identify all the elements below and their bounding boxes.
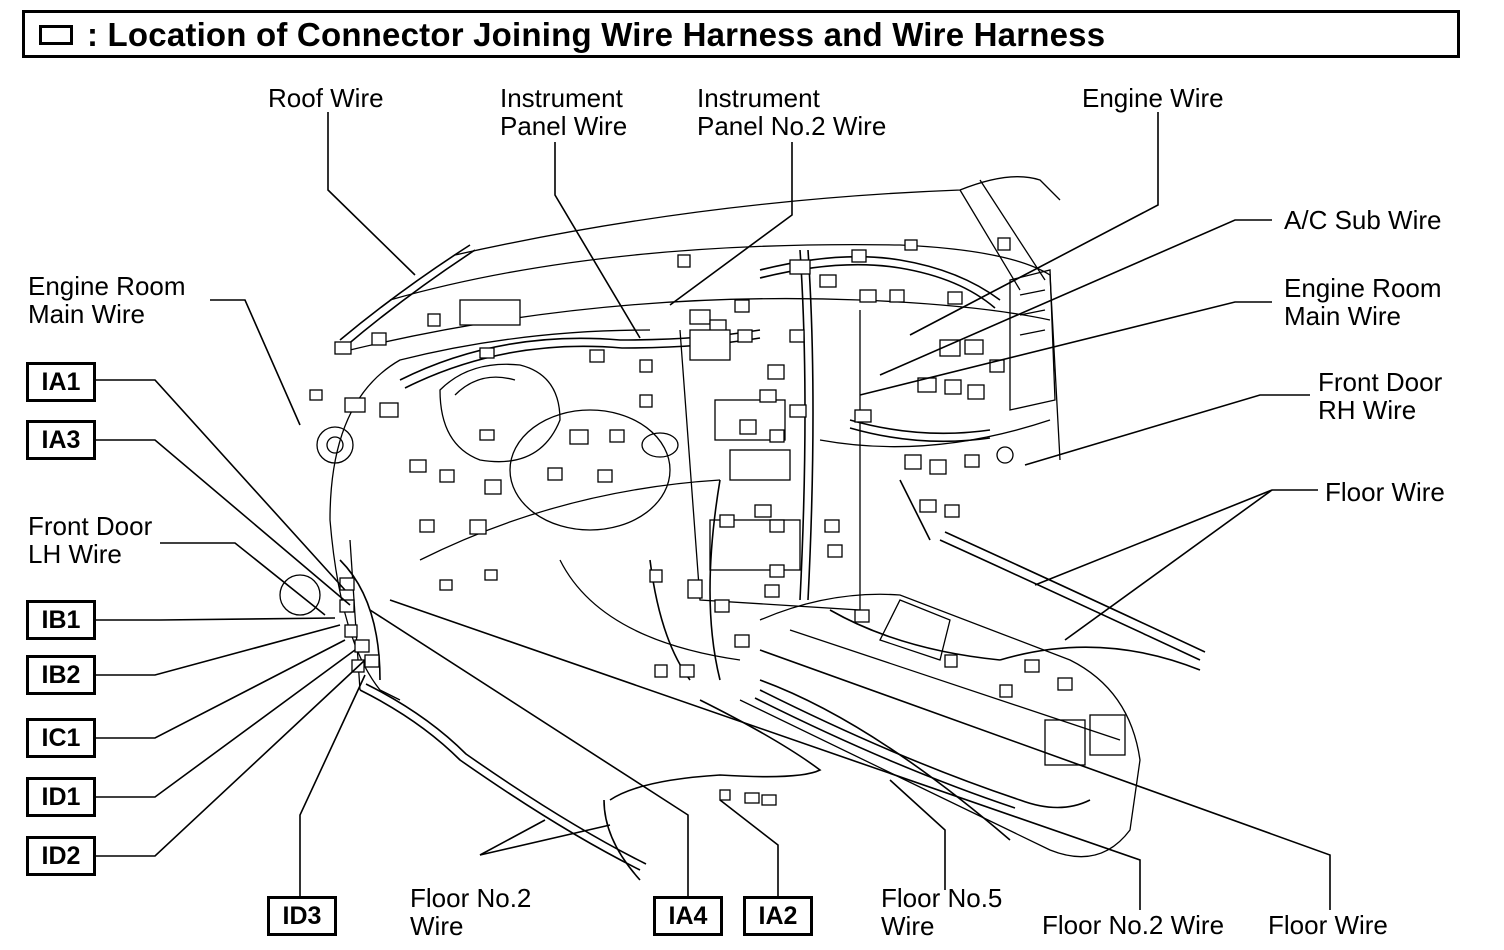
connector-symbol-icon: [39, 25, 73, 45]
connector-code-id3: ID3: [267, 896, 337, 936]
label-instrument-panel-no2-wire-line2: Panel No.2 Wire: [697, 111, 887, 141]
label-front-door-rh-wire-line1: Front Door: [1318, 367, 1443, 397]
label-instrument-panel-wire-line2: Panel Wire: [500, 111, 628, 141]
label-floor-wire-right: Floor Wire: [1325, 477, 1445, 507]
label-front-door-lh-wire-line2: LH Wire: [28, 539, 122, 569]
label-engine-wire: Engine Wire: [1082, 83, 1224, 113]
label-engine-room-main-wire-left-line2: Main Wire: [28, 299, 146, 329]
label-engine-room-main-wire-right-line2: Main Wire: [1284, 301, 1402, 331]
label-floor-no5-wire-line2: Wire: [881, 911, 935, 941]
label-roof-wire: Roof Wire: [268, 83, 384, 113]
label-engine-room-main-wire-right-line1: Engine Room: [1284, 273, 1442, 303]
label-front-door-rh-wire-line2: RH Wire: [1318, 395, 1417, 425]
connector-code-ia2: IA2: [743, 896, 813, 936]
label-floor-no2-wire-left-line2: Wire: [410, 911, 464, 941]
connector-code-id2: ID2: [26, 836, 96, 876]
connector-code-ib1: IB1: [26, 600, 96, 640]
connector-code-ia3: IA3: [26, 420, 96, 460]
label-instrument-panel-wire-line1: Instrument: [500, 83, 623, 113]
connector-code-ic1: IC1: [26, 718, 96, 758]
label-instrument-panel-no2-wire-line1: Instrument: [697, 83, 820, 113]
connector-code-ia1: IA1: [26, 362, 96, 402]
label-floor-no2-wire-bottom: Floor No.2 Wire: [1042, 910, 1225, 940]
label-floor-no5-wire-line1: Floor No.5: [881, 883, 1003, 913]
connector-code-ib2: IB2: [26, 655, 96, 695]
label-floor-wire-bottom: Floor Wire: [1268, 910, 1388, 940]
page-title: : Location of Connector Joining Wire Har…: [87, 16, 1106, 53]
label-floor-no2-wire-left-line1: Floor No.2: [410, 883, 532, 913]
label-ac-sub-wire: A/C Sub Wire: [1284, 205, 1442, 235]
title-box: : Location of Connector Joining Wire Har…: [22, 10, 1460, 58]
connector-code-ia4: IA4: [653, 896, 723, 936]
label-front-door-lh-wire-line1: Front Door: [28, 511, 153, 541]
connector-code-id1: ID1: [26, 777, 96, 817]
label-engine-room-main-wire-left-line1: Engine Room: [28, 271, 186, 301]
